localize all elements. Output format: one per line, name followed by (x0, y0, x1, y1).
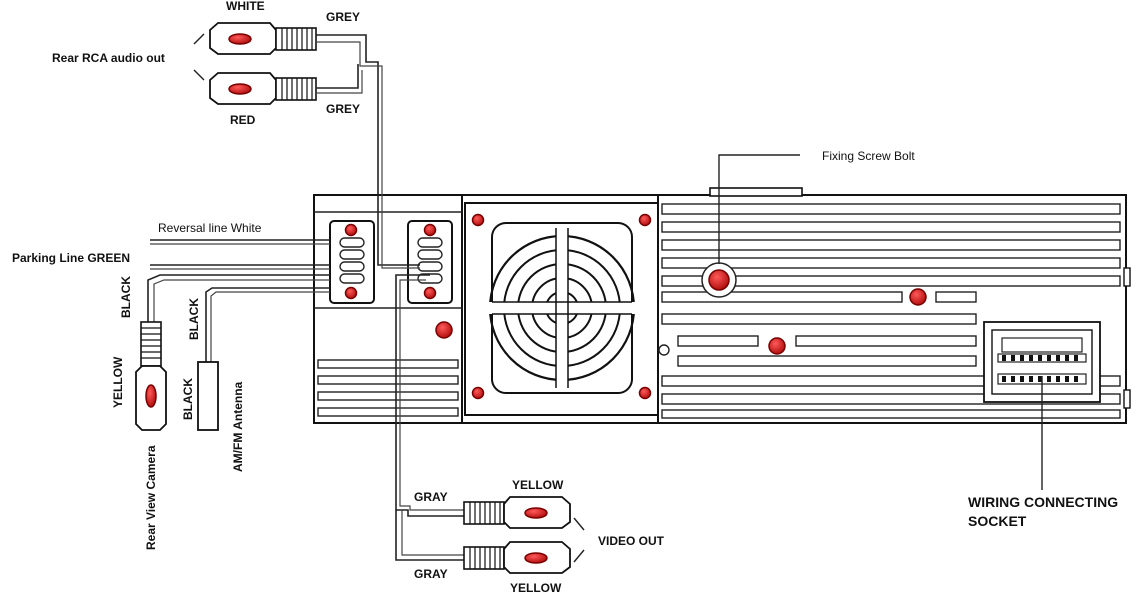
rca-plug-yellow-video-bottom (463, 541, 571, 574)
label-video-out: VIDEO OUT (598, 534, 665, 548)
label-grey-top: GREY (326, 10, 360, 24)
right-cooling-fins (661, 203, 1121, 419)
label-gray-bottom: GRAY (414, 567, 448, 581)
label-am-fm-antenna: AM/FM Antenna (231, 381, 245, 472)
label-black-camera: BLACK (119, 276, 133, 318)
label-grey-mid: GREY (326, 102, 360, 116)
fixing-screw-bolt (701, 154, 800, 298)
label-black-antenna-side: BLACK (181, 378, 195, 420)
antenna-wire (205, 287, 330, 362)
rca-plug-yellow-camera (135, 321, 167, 431)
screw-dots (435, 213, 927, 400)
label-fixing-screw-bolt: Fixing Screw Bolt (822, 149, 915, 163)
reversal-parking-wires (150, 239, 330, 270)
label-reversal-line: Reversal line White (158, 221, 262, 235)
connector-block-right (407, 220, 453, 304)
rca-plug-red (209, 72, 317, 105)
label-rear-view-camera: Rear View Camera (144, 445, 158, 550)
label-gray-top: GRAY (414, 490, 448, 504)
label-parking-line: Parking Line GREEN (12, 251, 130, 265)
wiring-connecting-socket (983, 321, 1101, 490)
label-black-antenna-top: BLACK (187, 298, 201, 340)
label-wiring-connecting: WIRING CONNECTING (968, 494, 1118, 510)
left-cooling-fins (317, 359, 459, 417)
rca-plug-yellow-video-top (463, 496, 571, 529)
fan-grille (482, 222, 642, 394)
camera-wire (147, 274, 330, 322)
label-rear-rca-audio-out: Rear RCA audio out (52, 51, 165, 65)
connector-block-left (329, 220, 375, 304)
label-socket: SOCKET (968, 513, 1027, 529)
label-white: WHITE (226, 0, 265, 13)
rca-audio-wires (316, 34, 420, 269)
label-red: RED (230, 113, 256, 127)
video-out-wires (395, 274, 464, 561)
label-yellow-video-bottom: YELLOW (510, 581, 562, 595)
antenna-plug (197, 361, 219, 431)
rca-plug-white (209, 22, 317, 55)
label-yellow-camera: YELLOW (111, 356, 125, 408)
label-yellow-video-top: YELLOW (512, 478, 564, 492)
